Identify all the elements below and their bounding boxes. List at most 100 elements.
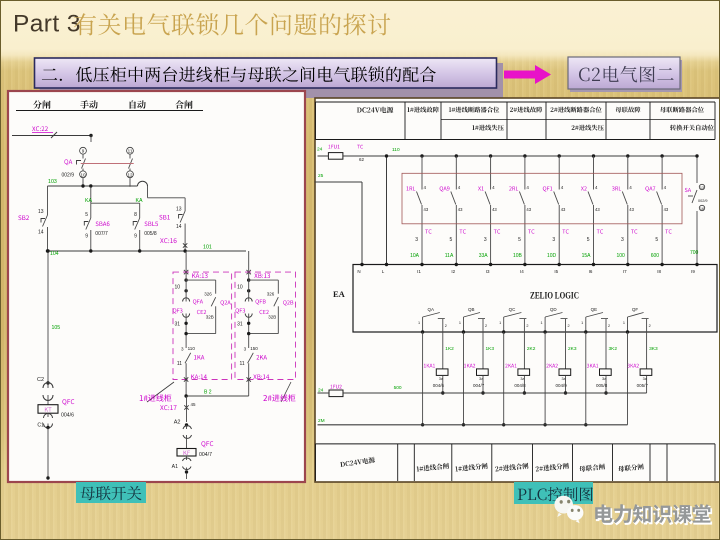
svg-text:1: 1 (581, 321, 583, 325)
svg-text:002/9: 002/9 (62, 173, 75, 179)
svg-text:QE: QE (591, 307, 598, 312)
svg-text:3: 3 (244, 347, 247, 352)
svg-text:4: 4 (424, 185, 427, 190)
svg-text:101: 101 (203, 245, 212, 251)
svg-text:11: 11 (128, 149, 133, 154)
svg-text:ZELIO LOGIC: ZELIO LOGIC (530, 292, 579, 302)
svg-text:13: 13 (176, 207, 182, 213)
svg-text:2: 2 (568, 324, 570, 328)
svg-text:4: 4 (458, 185, 461, 190)
svg-text:Part 3: Part 3 (13, 11, 81, 38)
svg-text:9: 9 (82, 149, 85, 154)
svg-text:3K2: 3K2 (609, 346, 618, 352)
svg-text:QD: QD (550, 307, 558, 312)
svg-text:004/8: 004/8 (514, 383, 526, 388)
svg-text:5: 5 (450, 237, 453, 243)
svg-text:500: 500 (394, 385, 402, 391)
svg-text:13: 13 (38, 209, 44, 215)
svg-text:2: 2 (485, 324, 487, 328)
svg-text:3a: 3a (643, 377, 648, 381)
svg-text:2: 2 (526, 324, 528, 328)
svg-text:3: 3 (484, 237, 487, 243)
svg-text:104: 104 (50, 251, 59, 257)
svg-text:43: 43 (595, 207, 600, 212)
svg-text:EA: EA (333, 289, 346, 299)
svg-text:110: 110 (188, 346, 196, 351)
svg-text:4: 4 (629, 185, 632, 190)
svg-text:2K3: 2K3 (568, 346, 577, 352)
svg-text:43: 43 (629, 207, 634, 212)
svg-text:45: 45 (191, 402, 197, 407)
svg-text:QF: QF (632, 307, 639, 312)
svg-text:43: 43 (424, 207, 429, 212)
svg-text:43: 43 (664, 207, 669, 212)
svg-text:4: 4 (492, 185, 495, 190)
svg-text:3K3: 3K3 (649, 346, 658, 352)
svg-text:004/7: 004/7 (473, 383, 485, 388)
svg-text:32B: 32B (268, 315, 276, 320)
svg-text:100: 100 (616, 253, 625, 259)
svg-text:A1: A1 (172, 464, 178, 470)
svg-text:24: 24 (317, 147, 323, 153)
svg-text:KA: KA (135, 198, 143, 204)
svg-text:43: 43 (492, 207, 497, 212)
svg-text:3: 3 (181, 347, 184, 352)
svg-text:L: L (382, 269, 385, 274)
svg-text:31: 31 (175, 322, 181, 328)
svg-text:1: 1 (459, 321, 461, 325)
svg-text:11: 11 (177, 361, 182, 367)
svg-text:11: 11 (239, 361, 244, 367)
svg-text:1: 1 (540, 321, 542, 325)
svg-text:4: 4 (595, 185, 598, 190)
svg-text:007/7: 007/7 (95, 231, 108, 237)
svg-text:004/9: 004/9 (556, 383, 568, 388)
svg-text:9: 9 (85, 234, 88, 240)
svg-text:QC: QC (509, 307, 517, 312)
svg-text:1K3: 1K3 (486, 346, 495, 352)
svg-text:005/7: 005/7 (637, 383, 649, 388)
svg-text:5: 5 (518, 237, 521, 243)
svg-text:004/6: 004/6 (433, 383, 445, 388)
svg-text:C2: C2 (37, 377, 44, 383)
svg-text:13: 13 (700, 186, 704, 190)
svg-text:1: 1 (623, 321, 625, 325)
svg-text:5: 5 (655, 237, 658, 243)
svg-text:8: 8 (134, 212, 137, 218)
svg-text:2M: 2M (318, 418, 325, 424)
svg-text:10: 10 (175, 285, 181, 291)
svg-text:700: 700 (690, 250, 699, 256)
svg-text:4: 4 (561, 185, 564, 190)
svg-text:31: 31 (237, 322, 243, 328)
svg-text:25: 25 (318, 173, 324, 179)
svg-text:150: 150 (250, 346, 258, 351)
svg-text:QB: QB (468, 307, 475, 312)
svg-text:005/8: 005/8 (596, 383, 608, 388)
svg-text:12: 12 (127, 172, 133, 177)
svg-text:I5: I5 (554, 269, 558, 274)
svg-text:2: 2 (608, 324, 610, 328)
svg-text:1: 1 (418, 321, 420, 325)
svg-text:1: 1 (499, 321, 501, 325)
svg-text:5: 5 (587, 237, 590, 243)
svg-text:16: 16 (700, 207, 704, 211)
svg-text:C1: C1 (37, 423, 44, 429)
svg-text:A2: A2 (174, 420, 181, 426)
svg-text:I8: I8 (657, 269, 661, 274)
svg-text:10B: 10B (513, 253, 523, 259)
svg-text:KA: KA (85, 198, 93, 204)
svg-text:43: 43 (561, 207, 566, 212)
svg-text:14: 14 (38, 230, 44, 236)
svg-text:43: 43 (526, 207, 531, 212)
svg-text:43: 43 (458, 207, 463, 212)
svg-text:10D: 10D (547, 253, 557, 259)
svg-text:005/8: 005/8 (144, 231, 157, 237)
svg-text:9: 9 (134, 234, 137, 240)
svg-text:I1: I1 (417, 269, 421, 274)
svg-text:2: 2 (445, 324, 447, 328)
svg-text:62: 62 (359, 157, 365, 162)
svg-text:110: 110 (392, 147, 400, 153)
svg-text:QA: QA (427, 307, 434, 312)
svg-text:105: 105 (52, 325, 61, 331)
svg-text:3: 3 (621, 237, 624, 243)
svg-text:3a: 3a (479, 377, 484, 381)
